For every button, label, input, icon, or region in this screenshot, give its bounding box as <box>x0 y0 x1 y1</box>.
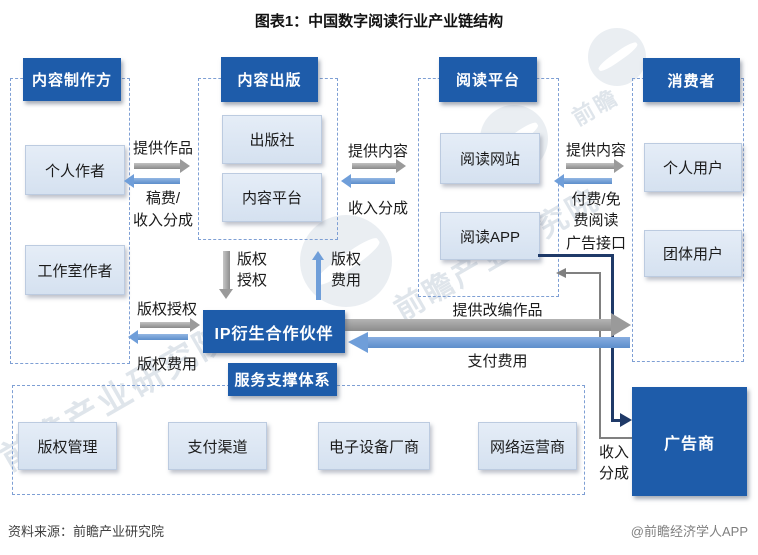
arrow-pay-fee <box>348 332 630 353</box>
flow-label-copyright-license-h: 版权授权 <box>136 301 197 318</box>
flow-label-copyright-license-v: 版权授权 <box>237 251 268 289</box>
node-publisher: 出版社 <box>222 115 322 164</box>
node-advertiser: 广告商 <box>632 387 747 496</box>
connector-revenue-share-line <box>599 437 632 439</box>
header-support-system: 服务支撑体系 <box>228 363 337 396</box>
header-content-creators: 内容制作方 <box>23 58 121 101</box>
connector-revenue-share-arrowhead <box>556 268 566 278</box>
flow-label-provide-works: 提供作品 <box>132 140 193 157</box>
flow-label-provide-content-1: 提供内容 <box>347 143 408 160</box>
arrow-provide-content-1 <box>352 159 406 173</box>
flow-label-royalty-line1: 稿费/ <box>145 190 181 207</box>
node-ip-partner: IP衍生合作伙伴 <box>203 310 345 353</box>
diagram-title: 图表1：中国数字阅读行业产业链结构 <box>254 13 504 30</box>
group-content-creators <box>10 78 130 364</box>
connector-revenue-share-line <box>566 272 601 274</box>
node-reading-app: 阅读APP <box>440 212 540 260</box>
node-copyright-management: 版权管理 <box>18 422 117 470</box>
flow-label-adapted-works: 提供改编作品 <box>452 302 543 319</box>
arrow-provide-works <box>134 159 190 173</box>
node-network-operator: 网络运营商 <box>478 422 577 470</box>
credit-note: @前瞻经济学人APP <box>630 524 748 539</box>
group-consumers <box>632 78 744 362</box>
arrow-revenue-share-1 <box>341 174 395 188</box>
flow-label-provide-content-2: 提供内容 <box>565 142 626 159</box>
source-note: 资料来源：前瞻产业研究院 <box>8 524 165 539</box>
watermark-logo-icon <box>300 215 392 307</box>
arrow-copyright-license-h <box>140 318 200 332</box>
group-reading-platform <box>418 78 559 297</box>
node-payment-channel: 支付渠道 <box>168 422 267 470</box>
node-reading-website: 阅读网站 <box>440 133 540 184</box>
node-group-user: 团体用户 <box>644 230 742 277</box>
node-device-manufacturer: 电子设备厂商 <box>318 422 430 470</box>
watermark-text: 前瞻 <box>567 83 624 131</box>
flow-label-copyright-fee-h: 版权费用 <box>136 356 197 373</box>
header-content-publishing: 内容出版 <box>221 57 318 102</box>
flow-label-paid-reading-line2: 费阅读 <box>573 212 619 229</box>
flow-label-paid-reading-line1: 付费/免 <box>571 191 621 208</box>
arrow-royalty-share <box>124 174 180 188</box>
arrow-copyright-fee-up <box>312 251 324 300</box>
connector-revenue-share-line <box>599 272 601 439</box>
connector-ad-interface-line <box>611 419 621 422</box>
flow-label-ad-interface: 广告接口 <box>565 235 626 252</box>
node-individual-user: 个人用户 <box>644 143 742 192</box>
header-consumers: 消费者 <box>643 58 740 102</box>
connector-ad-interface-arrowhead <box>620 413 632 427</box>
arrow-adapted-works <box>345 313 631 337</box>
connector-ad-interface-line <box>538 254 614 257</box>
arrow-copyright-fee-h <box>128 330 188 344</box>
node-studio-author: 工作室作者 <box>25 245 125 295</box>
arrow-paid-reading <box>554 174 612 188</box>
arrow-provide-content-2 <box>566 159 624 173</box>
flow-label-pay-fee: 支付费用 <box>467 353 528 370</box>
flow-label-copyright-fee-v: 版权费用 <box>331 251 362 289</box>
arrow-copyright-license-down <box>219 251 233 299</box>
watermark-logo-icon <box>588 28 646 86</box>
flow-label-revenue-share-1: 收入分成 <box>347 200 408 217</box>
node-individual-author: 个人作者 <box>25 145 125 195</box>
header-reading-platform: 阅读平台 <box>439 57 537 102</box>
flow-label-royalty-line2: 收入分成 <box>132 212 193 229</box>
node-content-platform: 内容平台 <box>222 173 322 222</box>
flow-label-revenue-share-2: 收入分成 <box>599 444 630 482</box>
